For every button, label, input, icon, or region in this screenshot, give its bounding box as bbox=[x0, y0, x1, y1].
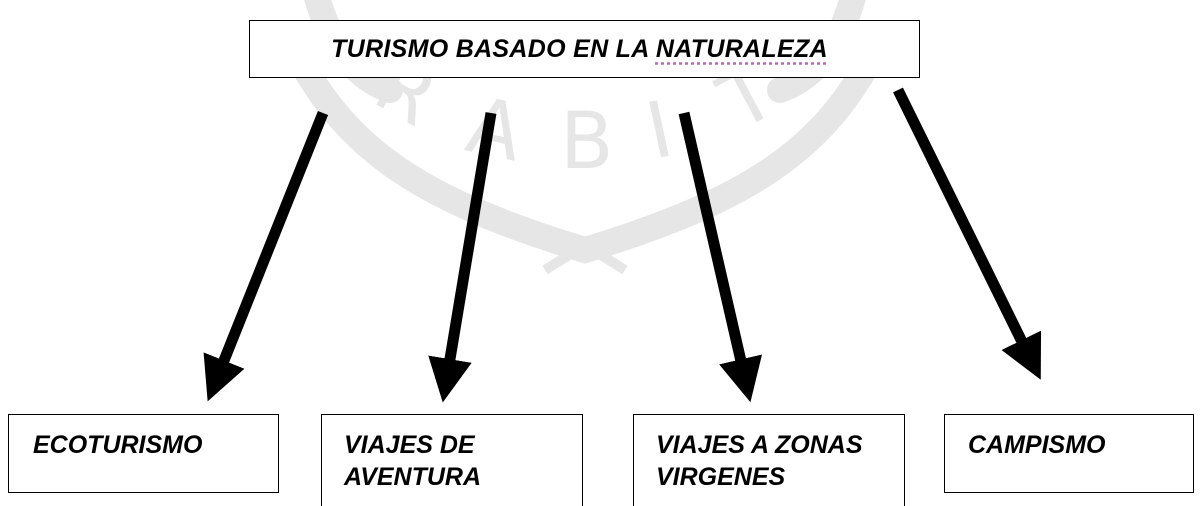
child-node-viajes-de-aventura: VIAJES DE AVENTURA bbox=[321, 414, 583, 506]
arrow-to-viajes-a-zonas-virgenes bbox=[678, 111, 763, 403]
watermark-letter-b: B bbox=[560, 97, 614, 187]
child-node-label-line2: AVENTURA bbox=[344, 462, 482, 491]
arrow-to-ecoturismo bbox=[203, 110, 329, 402]
child-node-label-line2: VIRGENES bbox=[656, 462, 786, 491]
arrow-to-campismo bbox=[893, 87, 1042, 380]
child-node-label-line1: VIAJES A ZONAS bbox=[656, 431, 863, 459]
child-node-ecoturismo: ECOTURISMO bbox=[8, 414, 279, 493]
child-node-label-line1: ECOTURISMO bbox=[33, 431, 203, 459]
top-node-label: TURISMO BASADO EN LA NATURALEZA bbox=[331, 35, 828, 64]
top-node-label-underlined: NATURALEZA bbox=[655, 34, 828, 63]
child-node-viajes-a-zonas-virgenes: VIAJES A ZONAS VIRGENES bbox=[633, 414, 905, 506]
child-node-campismo: CAMPISMO bbox=[944, 414, 1194, 493]
top-node-label-main: TURISMO BASADO EN LA bbox=[331, 34, 656, 63]
child-node-label-line1: CAMPISMO bbox=[968, 431, 1106, 459]
arrow-to-viajes-de-aventura bbox=[428, 112, 497, 403]
child-node-label-line1: VIAJES DE bbox=[344, 431, 475, 459]
top-node-box: TURISMO BASADO EN LA NATURALEZA bbox=[249, 20, 920, 78]
